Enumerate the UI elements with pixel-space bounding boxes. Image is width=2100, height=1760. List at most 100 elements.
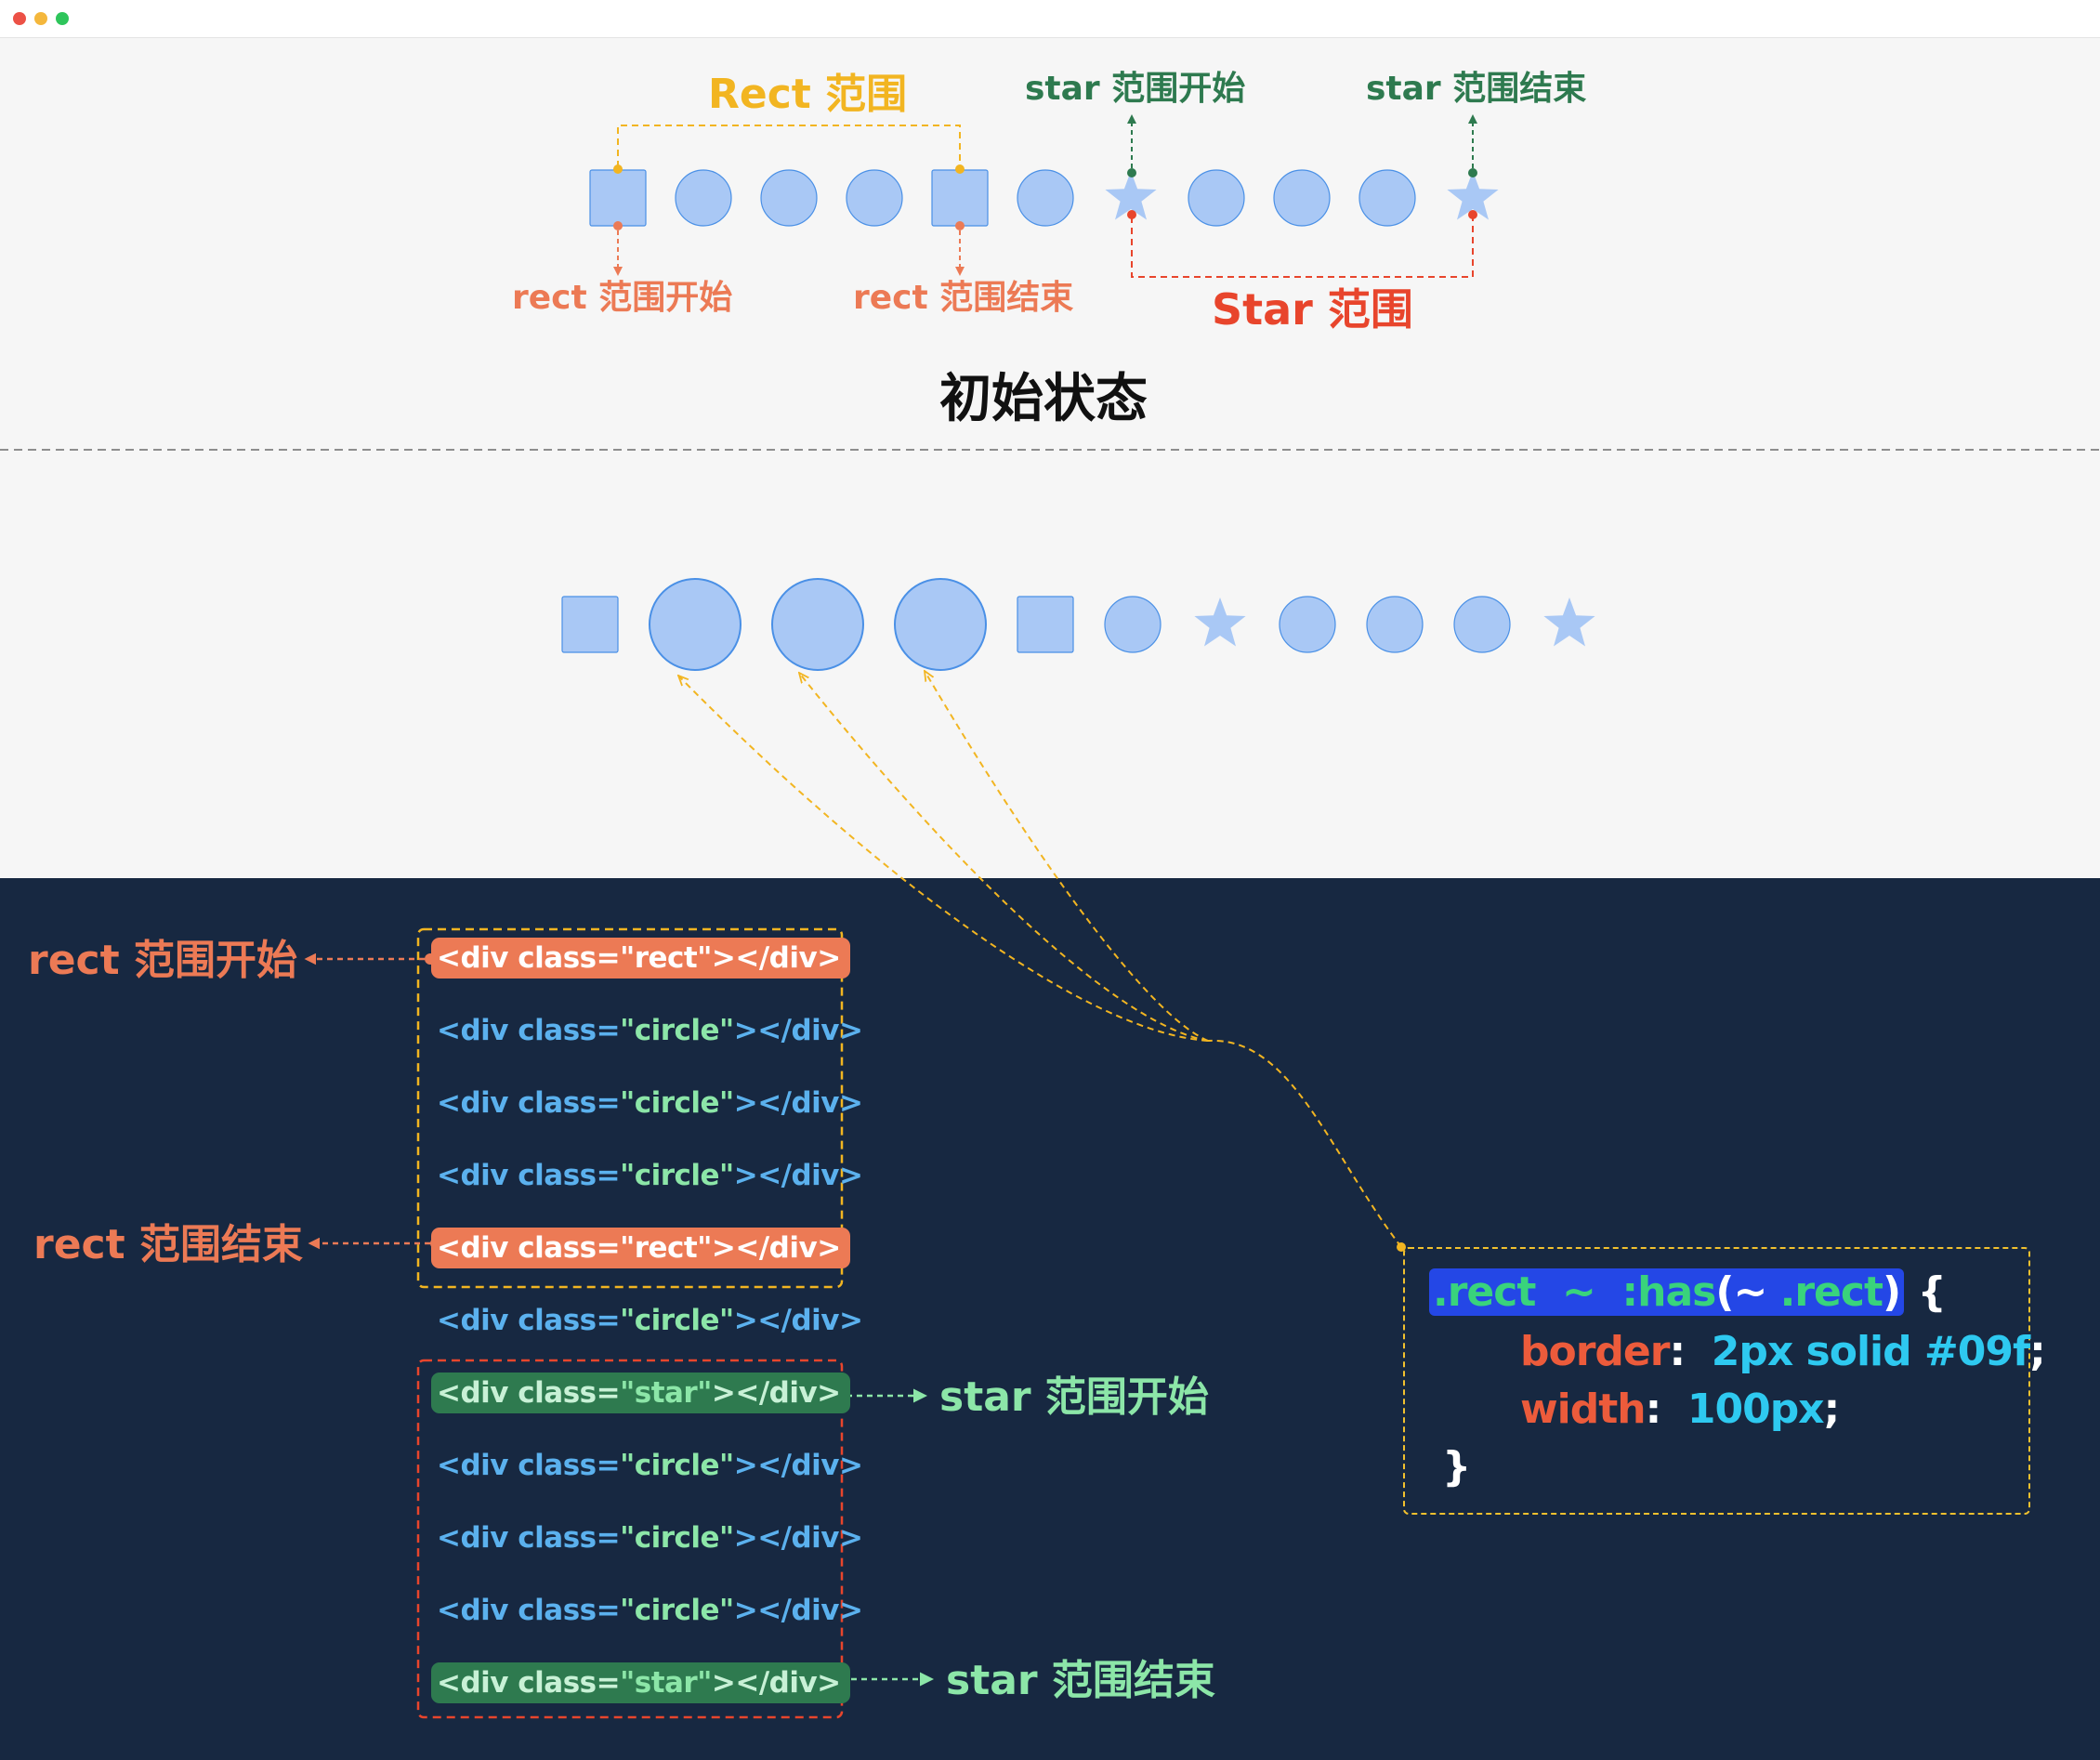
window-maximize-button[interactable] [56,12,69,25]
css-brace-close-line: } [1442,1442,1471,1492]
connector-circle-3 [925,671,1209,1042]
circle-shape [1273,169,1331,227]
code-line-circle: <div class="circle"></div> [437,1590,863,1631]
circle-shape [675,169,732,227]
code-line-star: <div class="star"></div> [431,1373,850,1413]
css-paren-open: ( [1715,1268,1734,1316]
code-tag-open: <div class= [437,1159,621,1192]
rect-range-bracket [617,125,961,167]
code-star-end-label: star 范围结束 [946,1657,1215,1704]
connector-circle-1 [678,676,1209,1042]
code-class-value: "circle" [620,1594,734,1627]
css-rule-box: .rect ~ :has(~ .rect) { border: 2px soli… [1403,1247,2046,1515]
css-paren-close: ) [1883,1268,1901,1316]
star-shape [1447,171,1499,220]
css-prop-border: border [1520,1328,1670,1375]
star-shape [1543,598,1595,647]
star-range-anchor-right [1468,210,1477,219]
star-range-anchor-left [1127,210,1136,219]
rect-range-anchor-left [613,164,623,174]
circle-shape [1104,596,1162,653]
code-class-value: "circle" [620,1014,734,1047]
code-tag-open: <div class= [437,941,621,975]
css-selector-combinator: ~ [1562,1268,1596,1316]
star-shape [1194,598,1246,647]
code-rect-end-label: rect 范围结束 [33,1221,303,1268]
code-tag-close: ></div> [733,1014,863,1047]
css-prop-width: width [1520,1386,1647,1433]
code-tag-open: <div class= [437,1521,621,1555]
code-line-circle: <div class="circle"></div> [437,1517,863,1558]
circle-shape [1358,169,1416,227]
star-range-label: Star 范围 [1212,284,1413,335]
code-tag-open: <div class= [437,1594,621,1627]
code-pane [0,878,2100,1760]
state-title: 初始状态 [939,369,1148,429]
circle-shape [1453,596,1511,653]
shapes-row-applied [561,578,1595,671]
rect-shape [1017,596,1074,653]
code-tag-close: ></div> [733,1159,863,1192]
code-line-circle: <div class="circle"></div> [437,1445,863,1486]
code-line-rect: <div class="rect"></div> [431,938,850,979]
circle-shape [1188,169,1245,227]
connector-circle-2 [799,673,1209,1042]
code-tag-close: ></div> [711,1666,841,1700]
window-close-button[interactable] [13,12,26,25]
code-class-value: "circle" [620,1086,734,1120]
code-line-circle: <div class="circle"></div> [437,1155,863,1196]
code-tag-close: ></div> [733,1449,863,1482]
rect-shape [589,169,647,227]
star-end-label-top: star 范围结束 [1366,70,1587,108]
code-class-value: "star" [620,1666,712,1700]
star-shape [1105,171,1157,220]
circle-shape [1279,596,1336,653]
css-decl-width: width: 100px; [1520,1385,1841,1435]
css-semicolon-2: ; [1823,1386,1841,1433]
code-rect-start-label: rect 范围开始 [28,937,297,984]
css-decl-border: border: 2px solid #09f; [1520,1327,2046,1377]
rect-end-label-top: rect 范围结束 [853,279,1074,317]
code-tag-close: ></div> [733,1086,863,1120]
code-line-rect: <div class="rect"></div> [431,1228,850,1268]
css-semicolon-1: ; [2029,1328,2046,1375]
css-selector-class: .rect [1433,1268,1536,1316]
star-start-label-top: star 范围开始 [1025,70,1246,108]
circle-shape [1017,169,1074,227]
css-selector-line: .rect ~ :has(~ .rect) { [1429,1267,1947,1318]
rect-start-label-top: rect 范围开始 [512,279,733,317]
css-colon-2: : [1645,1386,1662,1433]
code-tag-open: <div class= [437,1376,621,1410]
code-class-value: "circle" [620,1521,734,1555]
code-tag-close: ></div> [733,1521,863,1555]
code-class-value: "rect" [620,1231,712,1265]
code-star-start-label: star 范围开始 [939,1373,1209,1421]
code-line-circle: <div class="circle"></div> [437,1010,863,1051]
code-tag-open: <div class= [437,1304,621,1337]
code-line-circle: <div class="circle"></div> [437,1083,863,1123]
css-val-border: 2px solid #09f [1711,1328,2030,1375]
css-colon-1: : [1669,1328,1686,1375]
code-tag-open: <div class= [437,1449,621,1482]
code-tag-open: <div class= [437,1666,621,1700]
code-tag-close: ></div> [733,1594,863,1627]
code-tag-open: <div class= [437,1014,621,1047]
rect-range-anchor-right [955,164,965,174]
window-titlebar [0,0,2100,38]
code-class-value: "circle" [620,1159,734,1192]
code-star-range-box [416,1359,844,1719]
window-minimize-button[interactable] [34,12,47,25]
shapes-row-initial [589,169,1499,227]
circle-shape-enlarged [894,578,987,671]
code-line-circle: <div class="circle"></div> [437,1300,863,1341]
rect-shape [931,169,989,227]
code-tag-open: <div class= [437,1086,621,1120]
css-val-width: 100px [1687,1386,1825,1433]
circle-shape [1366,596,1424,653]
code-rect-range-box [416,927,844,1289]
code-tag-close: ></div> [711,1376,841,1410]
circle-shape [760,169,818,227]
css-selector-inner-class: .rect [1779,1268,1883,1316]
